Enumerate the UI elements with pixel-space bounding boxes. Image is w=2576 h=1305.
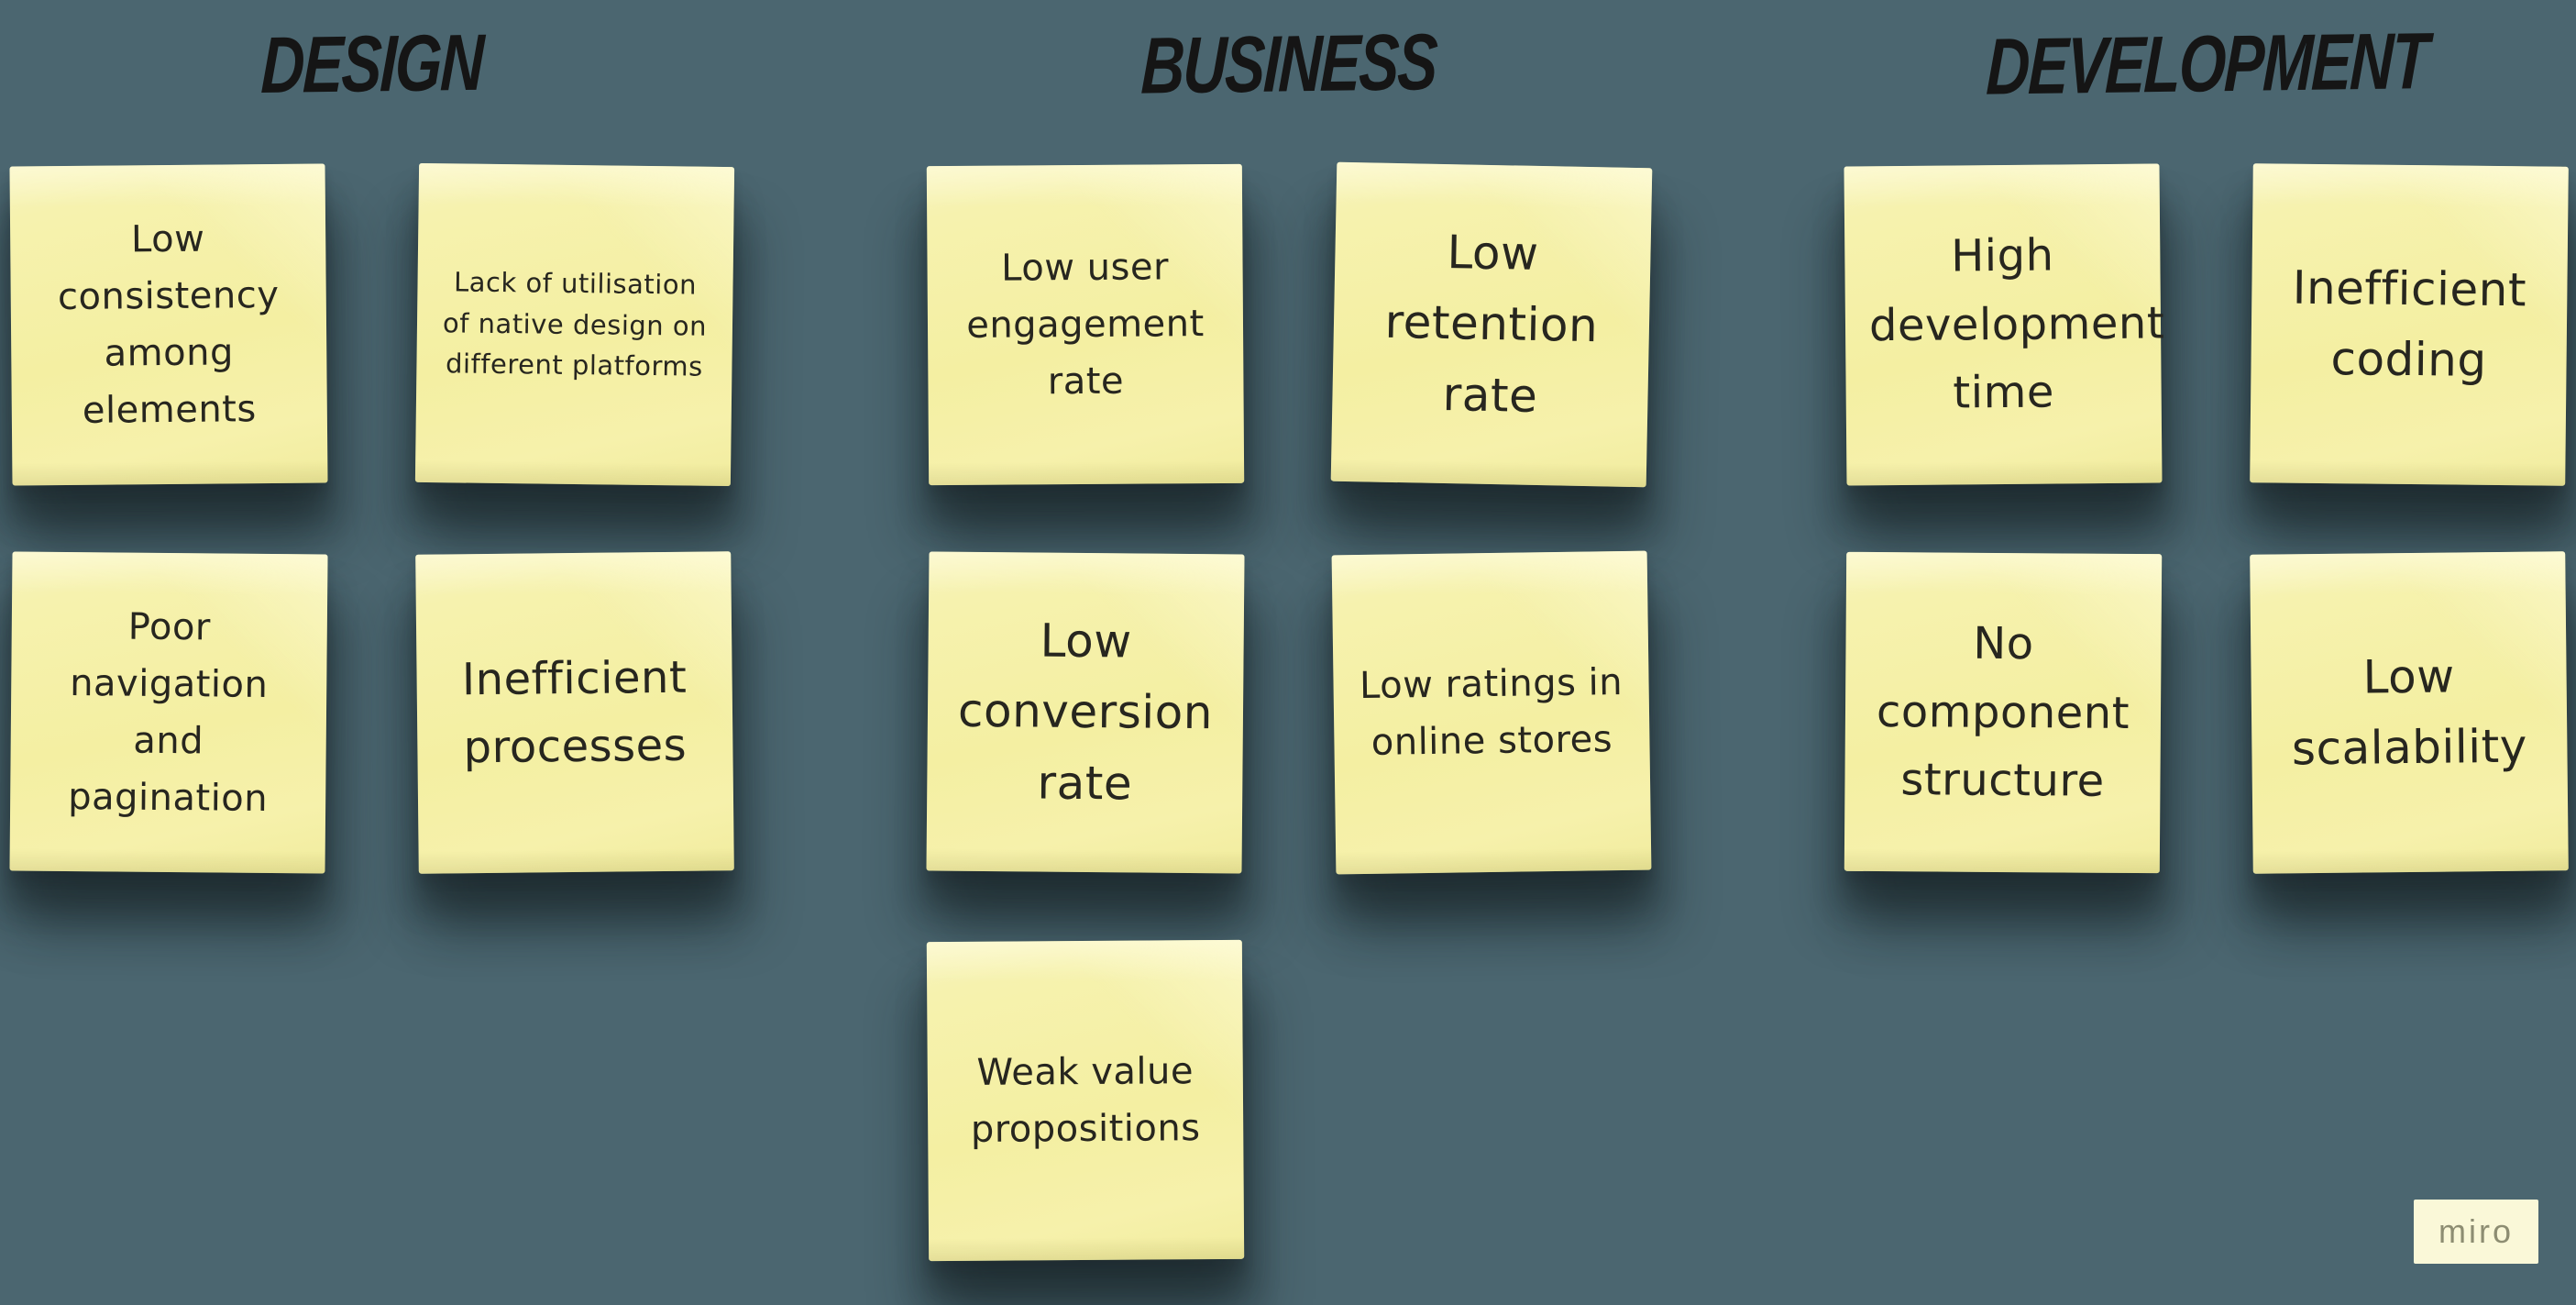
column-business-header[interactable]: BUSINESS (928, 9, 1650, 117)
miro-watermark-label: miro (2438, 1212, 2514, 1250)
notes-grid-business: Low user engagement rate Low retention ra… (926, 161, 1653, 1262)
sticky-note-text: Inefficient processes (461, 651, 688, 774)
sticky-note[interactable]: Low scalability (2250, 551, 2569, 874)
sticky-note[interactable]: Lack of utilisation of native design on … (414, 162, 735, 487)
sticky-note-text: High development time (1868, 229, 2165, 419)
sticky-note-text: Low conversion rate (957, 614, 1214, 811)
miro-watermark: miro (2414, 1200, 2538, 1264)
sticky-note-text: Low scalability (2291, 648, 2528, 776)
sticky-note[interactable]: Inefficient coding (2250, 163, 2569, 486)
column-development-title: DEVELOPMENT (1985, 15, 2428, 112)
column-design: DESIGN Low consistency among elements Lac… (9, 0, 735, 1305)
sticky-note[interactable]: High development time (1844, 163, 2165, 486)
column-development: DEVELOPMENT High development time Ineffic… (1844, 0, 2569, 1305)
sticky-note[interactable]: Low user engagement rate (926, 163, 1245, 486)
column-design-header[interactable]: DESIGN (11, 9, 733, 117)
sticky-note[interactable]: Low retention rate (1330, 161, 1653, 488)
sticky-note[interactable]: Poor navigation and pagination (9, 551, 328, 874)
sticky-note-text: Low consistency among elements (57, 217, 280, 432)
column-business-title: BUSINESS (1139, 16, 1438, 111)
sticky-note-text: Low user engagement rate (966, 246, 1205, 404)
sticky-note-text: No component structure (1876, 618, 2130, 807)
sticky-note[interactable]: Low ratings in online stores (1331, 550, 1652, 875)
sticky-note-text: Low ratings in online stores (1359, 661, 1624, 764)
sticky-note[interactable]: Weak value propositions (926, 939, 1245, 1262)
sticky-note-text: Lack of utilisation of native design on … (442, 265, 708, 383)
sticky-note[interactable]: No component structure (1844, 551, 2163, 874)
sticky-note-text: Low retention rate (1384, 225, 1599, 423)
column-development-header[interactable]: DEVELOPMENT (1845, 9, 2568, 117)
sticky-note-text: Weak value propositions (970, 1050, 1201, 1151)
sticky-note[interactable]: Low conversion rate (926, 551, 1245, 874)
column-business: BUSINESS Low user engagement rate Low ret… (926, 0, 1653, 1305)
sticky-note[interactable]: Low consistency among elements (9, 163, 328, 486)
notes-grid-design: Low consistency among elements Lack of ut… (9, 162, 735, 874)
sticky-note-text: Inefficient coding (2292, 260, 2527, 387)
sticky-note[interactable]: Inefficient processes (415, 551, 734, 874)
sticky-note-text: Poor navigation and pagination (68, 605, 269, 820)
column-design-title: DESIGN (259, 17, 485, 110)
